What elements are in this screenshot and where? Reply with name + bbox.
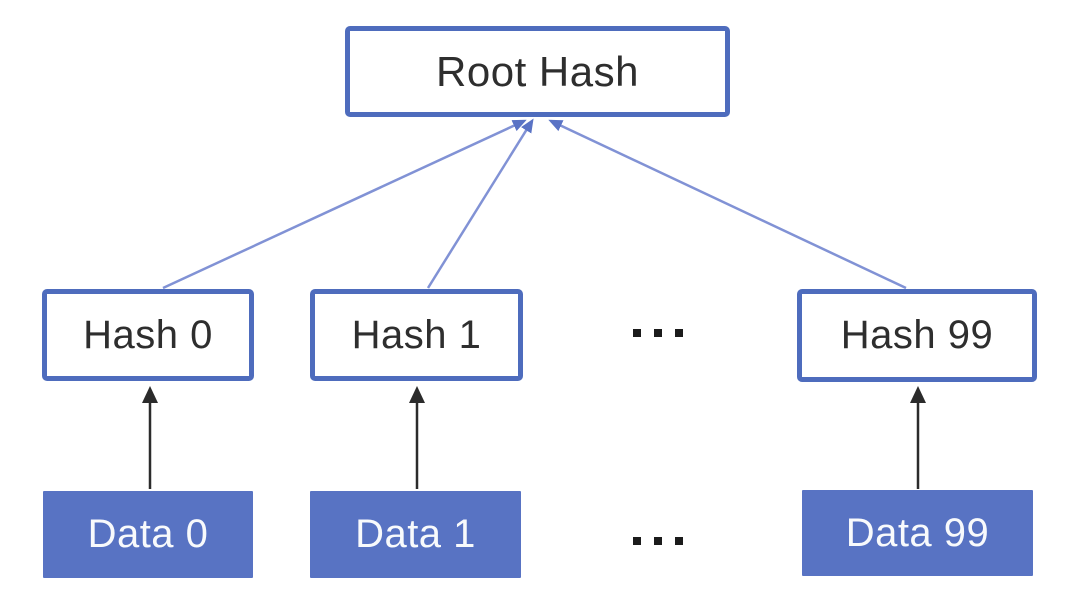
node-hash-1: Hash 1 (310, 289, 523, 381)
node-hash-99: Hash 99 (797, 289, 1037, 382)
node-data-99: Data 99 (802, 490, 1033, 576)
edge-hash99-to-root (548, 119, 907, 290)
ellipsis-dot (654, 329, 662, 337)
edge-hash0-to-root (162, 119, 527, 290)
ellipsis-hash-row (633, 329, 683, 337)
node-root-hash: Root Hash (345, 26, 730, 117)
ellipsis-data-row (633, 537, 683, 545)
node-data-0: Data 0 (43, 491, 253, 578)
ellipsis-dot (633, 537, 641, 545)
ellipsis-dot (675, 329, 683, 337)
node-data-1: Data 1 (310, 491, 521, 578)
ellipsis-dot (675, 537, 683, 545)
node-hash-0: Hash 0 (42, 289, 254, 381)
ellipsis-dot (654, 537, 662, 545)
ellipsis-dot (633, 329, 641, 337)
edge-hash1-to-root (426, 118, 534, 289)
